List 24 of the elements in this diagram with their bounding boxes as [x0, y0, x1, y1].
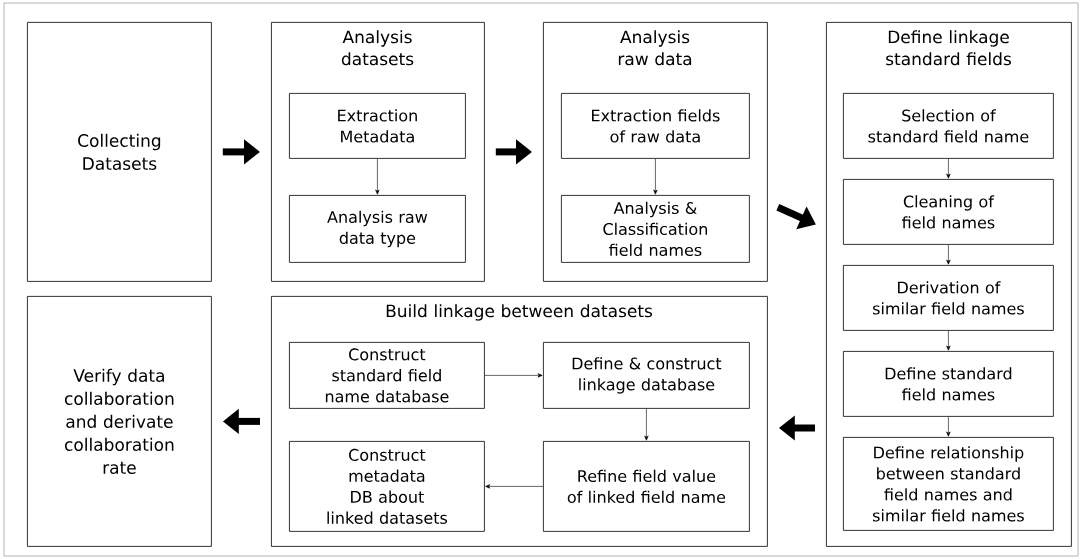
step-box: Extraction Metadata	[289, 93, 466, 159]
arrow	[375, 158, 380, 195]
arrow	[644, 408, 649, 441]
arrow	[653, 158, 658, 195]
step-box: Analysis & Classification field names	[561, 195, 750, 263]
arrow	[484, 373, 543, 378]
step-box: Cleaning of field names	[843, 179, 1054, 245]
step-box: Define standard field names	[843, 351, 1054, 417]
step-box: Verify data collaboration and derivate collaboration rate	[27, 296, 212, 547]
step-box: Selection of standard field name	[843, 93, 1054, 159]
step-box: Construct metadata DB about linked datasets	[289, 441, 485, 532]
step-box: Analysis raw data type	[289, 195, 466, 263]
arrow	[946, 330, 951, 351]
arrow	[485, 484, 544, 489]
step-box: Refine field value of linked field name	[543, 441, 750, 532]
step-box: Construct standard field name database	[289, 342, 485, 409]
step-box: Derivation of similar field names	[843, 265, 1054, 331]
step-box: Define & construct linkage database	[543, 342, 750, 409]
step-box: Define relationship between standard field names and similar field names	[843, 437, 1054, 531]
arrow	[946, 158, 951, 179]
arrow	[946, 416, 951, 437]
step-box: Extraction fields of raw data	[561, 93, 750, 159]
arrow	[946, 244, 951, 265]
step-box: Collecting Datasets	[27, 22, 212, 282]
